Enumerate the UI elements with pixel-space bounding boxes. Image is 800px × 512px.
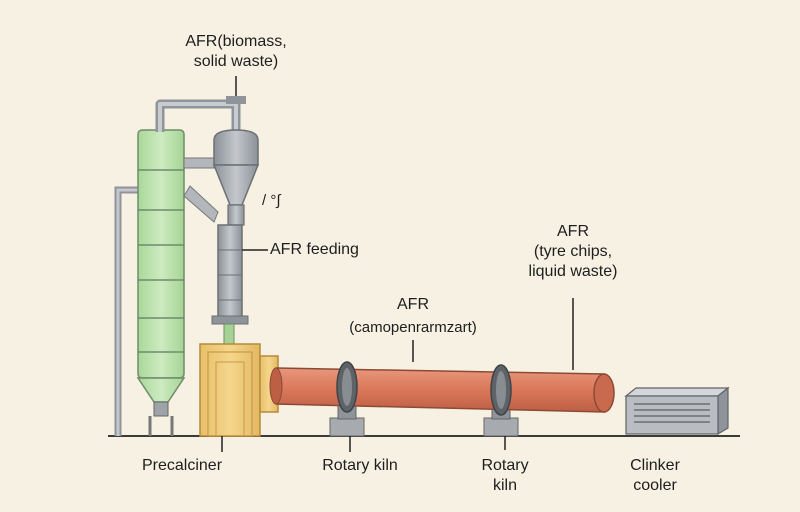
riser-duct xyxy=(211,224,249,345)
kiln-tyre-2 xyxy=(490,364,512,416)
afr-right-title: AFR xyxy=(557,223,589,240)
rotary-kiln-2-line2: kiln xyxy=(492,477,517,494)
afr-right-label: AFR (tyre chips, liquid waste) xyxy=(529,222,618,282)
cyclone xyxy=(212,129,260,226)
clinker-line2: cooler xyxy=(633,477,677,494)
clinker-cooler-label: Clinker cooler xyxy=(630,456,680,496)
clinker-line1: Clinker xyxy=(630,457,680,474)
afr-top-label: AFR(biomass, solid waste) xyxy=(185,32,286,72)
afr-mid-sub: (camopenrarmzart) xyxy=(349,319,477,336)
afr-mid-label: AFR (camopenrarmzart) xyxy=(349,295,477,338)
rotary-kiln-2-line1: Rotary xyxy=(481,457,529,474)
afr-feeding-label: AFR feeding xyxy=(270,241,359,258)
afr-right-line2: (tyre chips, xyxy=(533,243,613,260)
rotary-kiln-label-1: Rotary kiln xyxy=(322,457,398,474)
kiln-tyre-1 xyxy=(336,361,358,413)
afr-right-line3: liquid waste) xyxy=(528,263,618,280)
rotary-kiln-label-2: Rotary kiln xyxy=(481,456,528,496)
precalciner-box xyxy=(199,343,279,437)
top-gas-duct xyxy=(155,96,246,140)
preheater-tower xyxy=(136,129,186,436)
afr-top-line2: solid waste) xyxy=(193,53,279,70)
afr-mid-title: AFR xyxy=(397,296,429,313)
squiggle-label: / °∫ xyxy=(262,192,281,209)
tower-cyclone-duct xyxy=(183,157,219,223)
rotary-kiln-drum xyxy=(269,367,615,413)
precalciner-label: Precalciner xyxy=(141,457,223,474)
afr-top-line1: AFR(biomass, xyxy=(185,33,287,50)
tower-bypass-pipe xyxy=(114,186,140,436)
clinker-cooler xyxy=(624,386,730,436)
